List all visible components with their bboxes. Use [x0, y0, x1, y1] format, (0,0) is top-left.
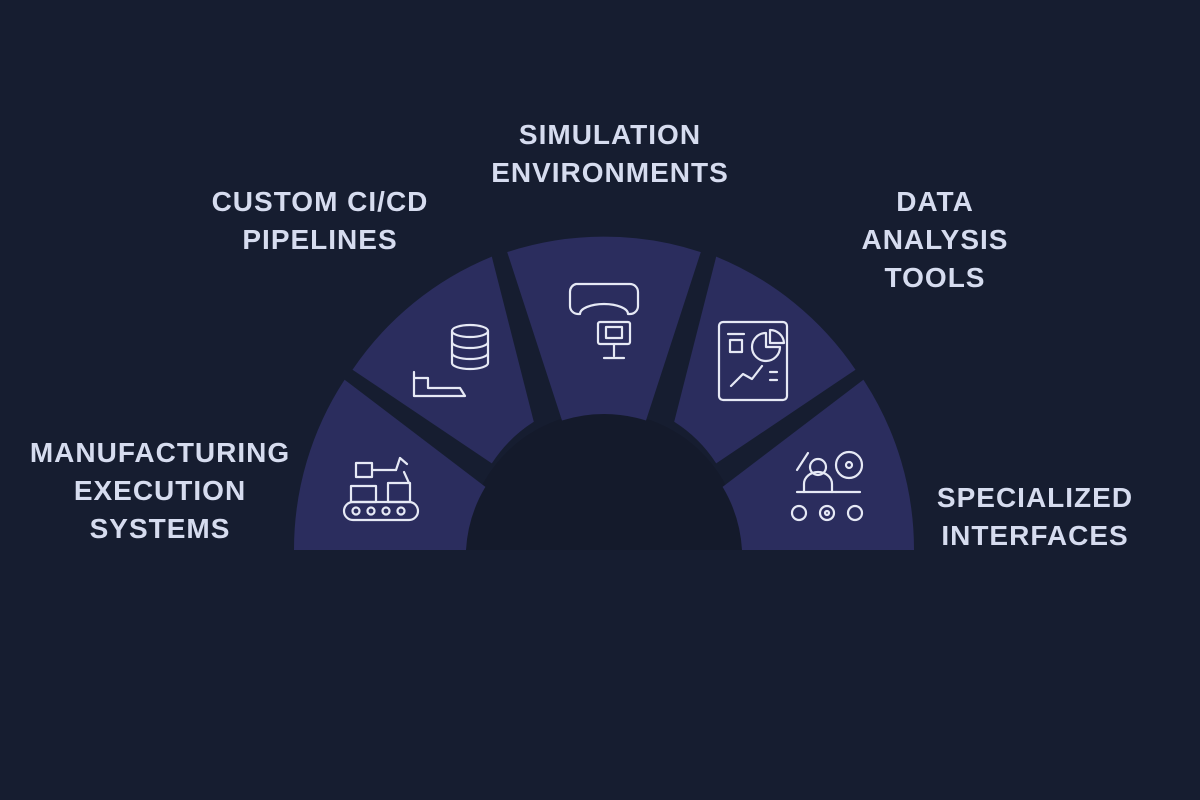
- operator-machinery-icon: [790, 450, 864, 522]
- label-data-analysis-line-3: TOOLS: [884, 262, 986, 293]
- label-manufacturing-line-1: MANUFACTURING: [29, 437, 291, 468]
- label-specialized-line-1: SPECIALIZED: [936, 482, 1134, 513]
- label-manufacturing: MANUFACTURING EXECUTION SYSTEMS: [25, 434, 295, 548]
- vr-headset-monitor-icon: [568, 282, 640, 360]
- database-pipeline-icon: [412, 323, 490, 398]
- segment-manufacturing-shape: [293, 379, 486, 550]
- label-specialized: SPECIALIZED INTERFACES: [920, 479, 1150, 555]
- label-simulation-line-2: ENVIRONMENTS: [491, 157, 729, 188]
- segment-data-analysis: [674, 256, 856, 464]
- segment-manufacturing: [293, 379, 486, 550]
- segment-simulation: [507, 236, 701, 421]
- label-simulation: SIMULATION ENVIRONMENTS: [470, 116, 750, 192]
- label-cicd-line-2: PIPELINES: [242, 224, 398, 255]
- segment-simulation-shape: [507, 236, 701, 421]
- segment-cicd: [352, 256, 534, 464]
- arc-hub: [466, 412, 742, 550]
- segment-specialized: [722, 379, 915, 550]
- report-chart-icon: [717, 320, 789, 402]
- label-specialized-line-2: INTERFACES: [941, 520, 1129, 551]
- label-cicd-line-1: CUSTOM CI/CD: [211, 186, 429, 217]
- label-manufacturing-line-3: SYSTEMS: [89, 513, 231, 544]
- label-cicd: CUSTOM CI/CD PIPELINES: [190, 183, 450, 259]
- label-manufacturing-line-2: EXECUTION: [73, 475, 247, 506]
- label-data-analysis: DATA ANALYSIS TOOLS: [830, 183, 1040, 297]
- label-data-analysis-line-1: DATA: [896, 186, 974, 217]
- label-simulation-line-1: SIMULATION: [518, 119, 702, 150]
- segment-specialized-shape: [722, 379, 915, 550]
- label-data-analysis-line-2: ANALYSIS: [861, 224, 1009, 255]
- robot-arm-conveyor-icon: [342, 456, 420, 522]
- segment-cicd-shape: [352, 256, 534, 464]
